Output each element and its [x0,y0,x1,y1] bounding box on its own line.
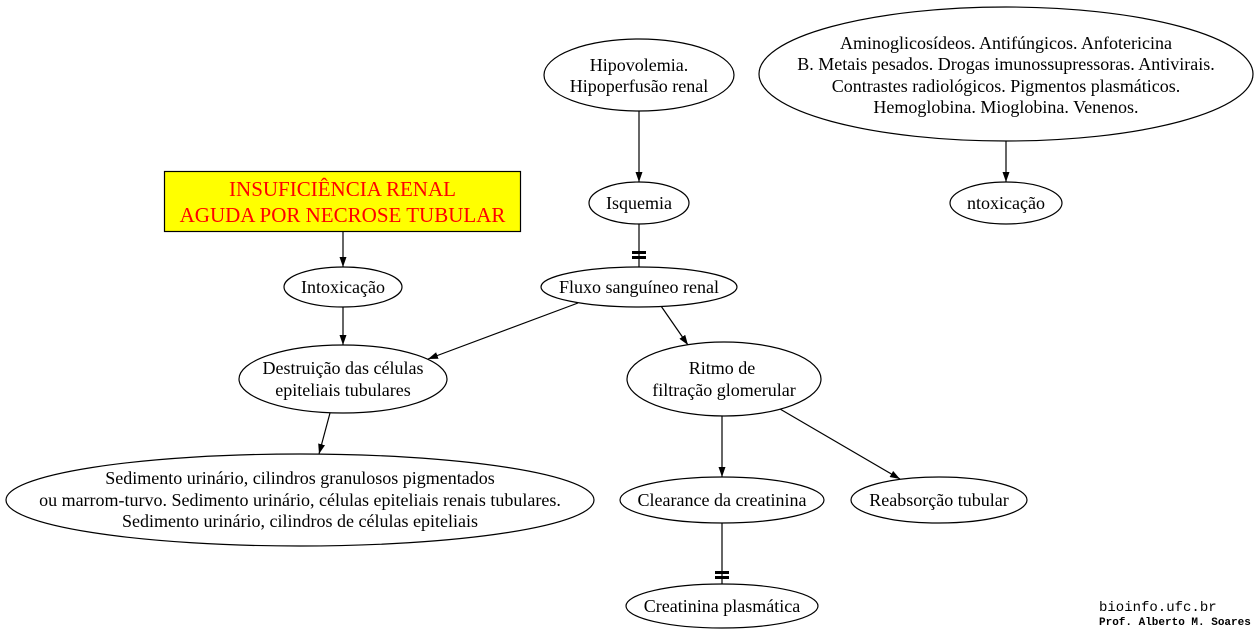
node-agentes-label: Hemoglobina. Mioglobina. Venenos. [873,97,1138,117]
node-ritmo-shape [626,341,822,417]
edge-fluxo-to-ritmo [660,305,689,346]
footer: bioinfo.ufc.br Prof. Alberto M. Soares [1099,600,1251,629]
edge-ritmo-to-reabsorcao [779,408,901,480]
node-title-line: INSUFICIÊNCIA RENAL [229,177,456,201]
node-agentes: Aminoglicosídeos. Antifúngicos. Anfoteri… [758,6,1254,142]
node-title-line: AGUDA POR NECROSE TUBULAR [180,203,506,227]
tee-marker [632,256,646,259]
node-title: INSUFICIÊNCIA RENAL AGUDA POR NECROSE TU… [163,170,522,233]
node-destruicao: Destruição das células epiteliais tubula… [238,344,448,414]
node-ritmo-label: filtração glomerular [652,380,795,400]
node-isquemia: Isquemia [588,181,690,225]
node-agentes-label: B. Metais pesados. Drogas imunossupresso… [797,54,1214,74]
node-fluxo-label: Fluxo sanguíneo renal [559,277,719,297]
node-agentes-label: Contrastes radiológicos. Pigmentos plasm… [832,76,1180,96]
node-sedimento: Sedimento urinário, cilindros granulosos… [5,453,595,547]
edges [318,111,1010,584]
edge-destruicao-to-sedimento [318,412,331,455]
node-ntoxicacao-label: ntoxicação [967,193,1045,213]
edge-isquemia-to-fluxo [632,224,646,267]
node-agentes-shape [758,6,1254,142]
tee-marker [632,251,646,254]
node-hipovolemia-label: Hipovolemia. [590,55,688,75]
node-isquemia-shape [588,181,690,225]
node-clearance-shape [619,476,825,524]
node-sedimento-shape [5,453,595,547]
footer-author: Prof. Alberto M. Soares [1099,617,1251,629]
node-hipovolemia-shape [543,38,735,112]
node-intoxicacao-shape [283,266,403,308]
tee-marker [715,576,729,579]
edge-fluxo-to-destruicao [427,302,579,360]
footer-site: bioinfo.ufc.br [1099,600,1217,616]
node-creatinina: Creatinina plasmática [625,583,819,629]
node-intoxicacao-label: Intoxicação [301,277,385,297]
node-hipovolemia: Hipovolemia. Hipoperfusão renal [543,38,735,112]
node-fluxo-shape [540,266,738,308]
node-ntoxicacao-shape [949,181,1063,225]
node-ritmo-label: Ritmo de [689,358,756,378]
node-creatinina-shape [625,583,819,629]
node-sedimento-label: Sedimento urinário, cilindros granulosos… [105,468,494,488]
node-destruicao-label: epiteliais tubulares [275,380,410,400]
node-reabsorcao-label: Reabsorção tubular [869,490,1008,510]
node-reabsorcao: Reabsorção tubular [850,476,1028,524]
node-sedimento-label: Sedimento urinário, cilindros de células… [122,511,478,531]
edge-clearance-to-creatinina [715,523,729,584]
node-fluxo: Fluxo sanguíneo renal [540,266,738,308]
node-agentes-label: Aminoglicosídeos. Antifúngicos. Anfoteri… [840,33,1172,53]
node-intoxicacao: Intoxicação [283,266,403,308]
node-destruicao-label: Destruição das células [263,358,424,378]
tee-marker [715,571,729,574]
node-clearance-label: Clearance da creatinina [638,490,807,510]
node-sedimento-label: ou marrom-turvo. Sedimento urinário, cél… [39,490,561,510]
node-reabsorcao-shape [850,476,1028,524]
node-isquemia-label: Isquemia [606,193,672,213]
node-ritmo: Ritmo de filtração glomerular [626,341,822,417]
node-hipovolemia-label: Hipoperfusão renal [570,76,708,96]
node-title-shape [163,170,522,233]
node-ntoxicacao: ntoxicação [949,181,1063,225]
node-creatinina-label: Creatinina plasmática [644,596,800,616]
node-destruicao-shape [238,344,448,414]
node-clearance: Clearance da creatinina [619,476,825,524]
